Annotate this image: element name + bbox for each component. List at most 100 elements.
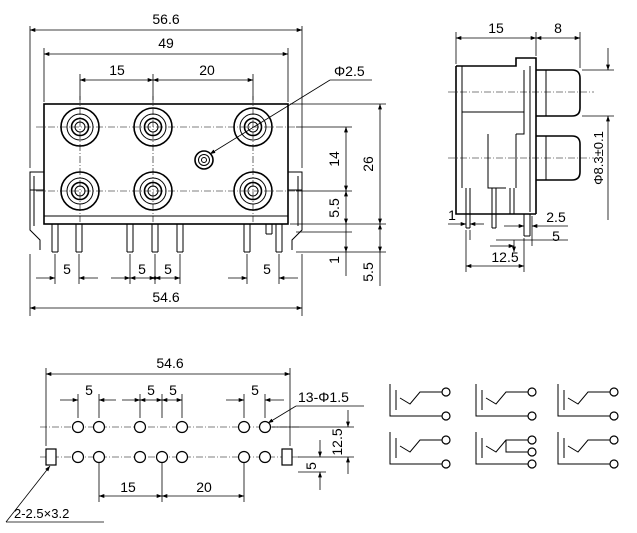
front-dim-pin-length: 5.5 [360, 262, 376, 282]
front-dim-pin-pitch-1: 5 [63, 261, 71, 277]
side-bottom-dimensions [448, 216, 568, 272]
footprint-hole [92, 450, 106, 464]
front-jack-6 [233, 171, 273, 211]
front-dim-bottom-offset: 5.5 [326, 198, 342, 218]
front-jack-5 [133, 171, 173, 211]
front-dim-pin-pitch-2: 5 [138, 261, 146, 277]
footprint-hole [92, 420, 106, 434]
footprint-dim-pitch-4: 5 [251, 382, 259, 398]
front-jack-2 [133, 107, 173, 147]
schematic-terminal [527, 411, 537, 421]
footprint-dim-pitch-right: 20 [196, 479, 212, 495]
front-dim-body-width: 49 [158, 35, 174, 51]
footprint-right-dimensions [272, 410, 354, 490]
side-dim-depth: 15 [488, 20, 504, 36]
footprint-hole [258, 450, 272, 464]
front-left-tab [29, 171, 44, 250]
footprint-hole-leader [267, 405, 297, 424]
front-dim-pin-offset: 1 [326, 256, 342, 264]
footprint-dim-overall-width: 54.6 [156, 355, 183, 371]
side-dim-pin-spacing: 2.5 [546, 209, 566, 225]
jack-schematics [389, 384, 619, 469]
side-body-internals [461, 66, 525, 189]
front-jack-1 [60, 107, 100, 147]
front-dim-pitch-left: 15 [109, 62, 125, 78]
schematic-terminal [527, 459, 537, 469]
footprint-hole [258, 420, 272, 434]
footprint-slot-right [281, 448, 293, 466]
side-top-dimensions [455, 32, 581, 68]
footprint-hole [133, 420, 147, 434]
front-jack-4 [60, 171, 100, 211]
jack-schematic-symbol [557, 384, 619, 421]
footprint-holes [71, 420, 272, 464]
schematic-terminal [609, 435, 619, 445]
front-dim-center-dot [153, 276, 157, 280]
side-body-outline [455, 57, 537, 215]
footprint-slot-left [45, 448, 57, 466]
front-dim-overall-width: 56.6 [152, 11, 179, 27]
footprint-dim-pitch-1: 5 [85, 382, 93, 398]
side-dim-pin-thickness: 1 [448, 207, 456, 223]
side-diameter-dimension [582, 48, 614, 220]
side-dim-pin-span: 12.5 [491, 249, 518, 265]
front-hole-leader [209, 79, 372, 155]
side-jack-upper [536, 69, 581, 117]
footprint-hole [237, 450, 251, 464]
footprint-dim-hole-spec: 13-Φ1.5 [298, 389, 349, 405]
front-jack-3 [233, 107, 273, 147]
side-dim-pin-length: 5 [552, 228, 560, 244]
side-body-wall [523, 66, 531, 212]
schematic-terminal [609, 387, 619, 397]
footprint-hole [155, 450, 169, 464]
footprint-view: 54.6 5 5 5 5 13-Φ1.5 [5, 355, 364, 523]
front-dim-row-pitch: 14 [326, 151, 342, 167]
schematic-terminal [441, 435, 451, 445]
front-bottom-dimensions [29, 254, 303, 316]
front-small-hole [194, 150, 214, 170]
footprint-slot-leader [5, 465, 51, 523]
footprint-hole [71, 420, 85, 434]
schematic-terminal [441, 459, 451, 469]
jack-schematic-symbol [389, 384, 451, 421]
footprint-dim-row-pitch-inner: 5 [303, 462, 319, 470]
footprint-hole [133, 450, 147, 464]
schematic-terminal [441, 387, 451, 397]
schematic-terminal [527, 447, 537, 457]
schematic-terminal [527, 435, 537, 445]
footprint-dim-row-pitch-outer: 12.5 [329, 428, 345, 455]
side-dim-jack-length: 8 [554, 20, 562, 36]
schematic-terminal [609, 411, 619, 421]
front-pins [51, 224, 283, 253]
jack-schematic-symbol [475, 384, 537, 421]
front-dim-pin-pitch-4: 5 [263, 261, 271, 277]
side-dim-jack-diameter: Φ8.3±0.1 [591, 131, 606, 185]
schematic-terminal [527, 387, 537, 397]
front-dim-pin-span: 54.6 [152, 289, 179, 305]
footprint-hole [175, 420, 189, 434]
front-body-outline [43, 103, 289, 225]
front-view: 56.6 49 15 20 Φ2.5 14 26 5.5 [29, 11, 386, 316]
footprint-hole [237, 420, 251, 434]
front-right-tab [288, 171, 303, 250]
jack-schematic-symbol [475, 432, 537, 469]
schematic-terminal [609, 459, 619, 469]
side-pins [465, 188, 531, 237]
footprint-dim-pitch-3: 5 [169, 382, 177, 398]
jack-schematic-symbol [557, 432, 619, 469]
footprint-dim-pitch-left: 15 [120, 479, 136, 495]
front-dim-overall-height: 26 [360, 156, 376, 172]
front-dim-hole-diameter: Φ2.5 [334, 63, 365, 79]
front-right-dimensions [290, 103, 386, 286]
footprint-hole [175, 450, 189, 464]
side-view: 15 8 Φ8.3±0.1 1 2.5 5 12.5 [448, 20, 614, 272]
schematic-terminal [441, 411, 451, 421]
footprint-dim-slot-spec: 2-2.5×3.2 [14, 506, 69, 521]
front-dim-pitch-right: 20 [199, 62, 215, 78]
footprint-dim-pitch-2: 5 [147, 382, 155, 398]
jack-schematic-symbol [389, 432, 451, 469]
footprint-bottom-dimensions [98, 463, 245, 502]
front-dim-pin-pitch-3: 5 [164, 261, 172, 277]
footprint-hole [71, 450, 85, 464]
